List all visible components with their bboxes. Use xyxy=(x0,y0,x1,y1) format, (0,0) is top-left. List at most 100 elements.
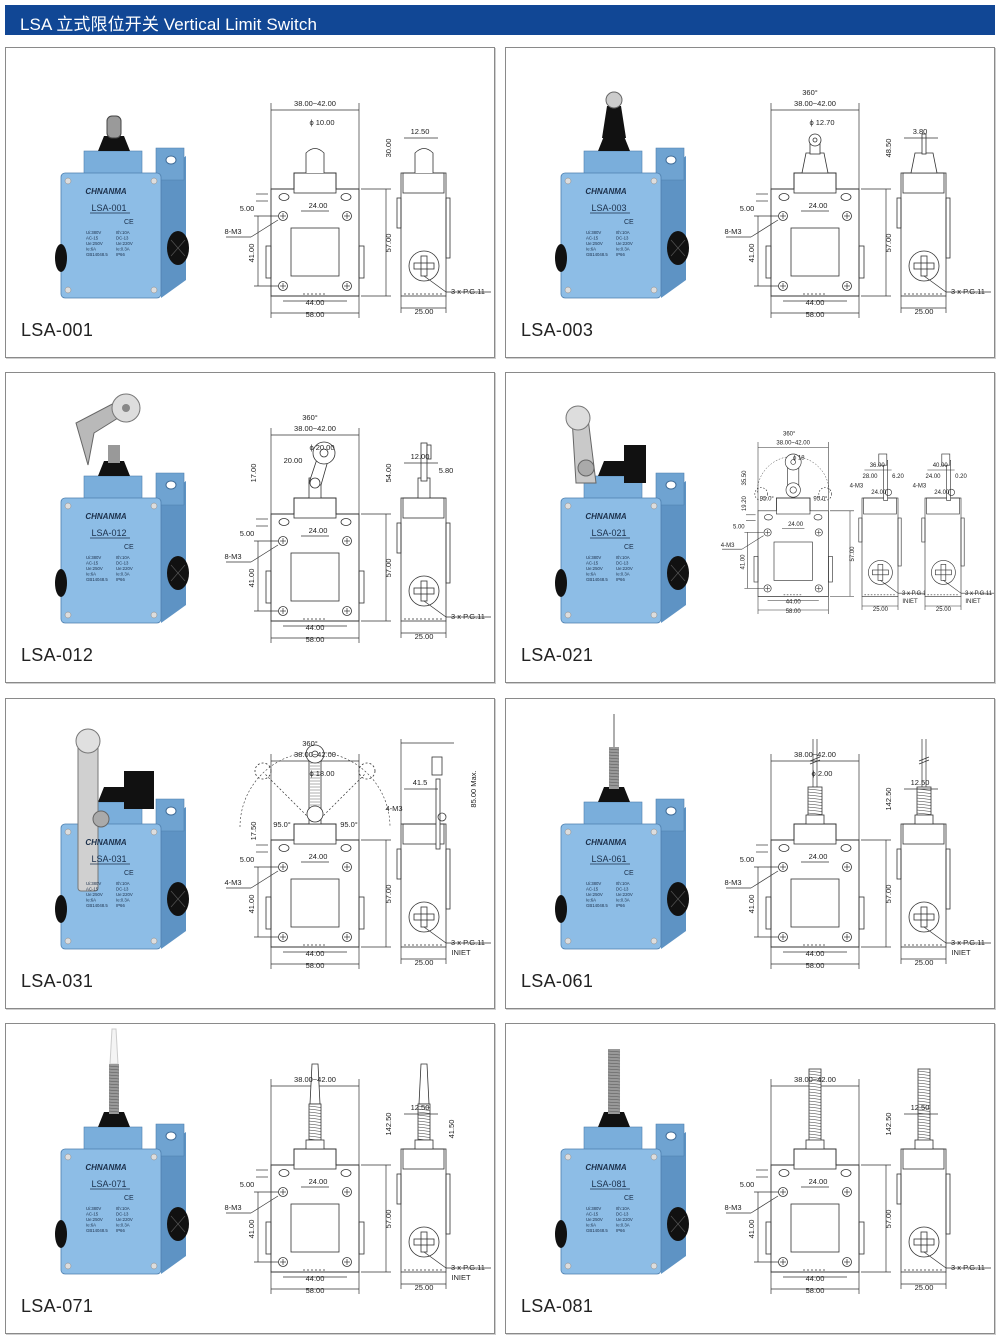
dimension-h41: 41.00 xyxy=(747,244,756,263)
spec-text: GB14048.5 xyxy=(586,577,608,582)
spec-text: Ith:10A xyxy=(616,555,630,560)
dimension-side-ext: 6.20 xyxy=(892,474,904,480)
product-photo: CHNANMALSA-021CEUi:380VAC-15Ue:250VIe:6A… xyxy=(555,405,689,624)
product-photo: CHNANMALSA-012CEUi:380VAC-15Ue:250VIe:6A… xyxy=(55,393,189,624)
dimension-side-m3: 4-M3 xyxy=(913,484,927,490)
dimension-h41: 41.00 xyxy=(747,895,756,914)
dimension-w58: 58.00 xyxy=(806,1286,825,1295)
ce-mark: CE xyxy=(124,219,134,226)
dimension-h57: 57.00 xyxy=(384,559,393,578)
photo-brand-text: CHNANMA xyxy=(85,187,127,196)
dimension-pg: 3 x P.G.11 xyxy=(951,938,985,947)
spec-text: DC-13 xyxy=(616,887,629,892)
spec-text: AC-15 xyxy=(86,887,99,892)
dimension-act-dia: ϕ 18.00 xyxy=(309,769,334,778)
dimension-side-top: 3.80 xyxy=(913,127,928,136)
spec-text: Ue:220V xyxy=(116,241,133,246)
photo-model-text: LSA-081 xyxy=(591,1179,626,1189)
dimension-mount: 5.00 xyxy=(240,1180,255,1189)
screw-icon xyxy=(150,1153,158,1161)
screw-icon xyxy=(564,828,572,836)
dimension-act-dia: ϕ 12.70 xyxy=(809,118,834,127)
spec-text: IP66 xyxy=(616,577,625,582)
spec-text: Ie:0.3A xyxy=(116,1223,130,1228)
spec-text: Ith:10A xyxy=(116,881,130,886)
photo-model-text: LSA-001 xyxy=(91,203,126,213)
spec-text: IP66 xyxy=(116,252,125,257)
dimension-w58: 58.00 xyxy=(306,635,325,644)
screw-icon xyxy=(64,611,72,619)
spec-text: AC-15 xyxy=(586,1212,599,1217)
dimension-side-w: 25.00 xyxy=(936,607,952,613)
screw-icon xyxy=(64,286,72,294)
dimension-h57: 57.00 xyxy=(884,234,893,253)
dimension-side-top: 40.00 xyxy=(933,463,949,469)
dimension-h57: 57.00 xyxy=(384,885,393,904)
spec-text: DC-13 xyxy=(116,561,129,566)
ce-mark: CE xyxy=(624,544,634,551)
dimension-inner: 24.00 xyxy=(309,1177,328,1186)
screw-icon xyxy=(650,611,658,619)
photo-brand-text: CHNANMA xyxy=(585,838,627,847)
page-header: LSA 立式限位开关 Vertical Limit Switch xyxy=(5,5,995,35)
dimension-top-span: 38.00~42.00 xyxy=(294,750,336,759)
spec-text: Ui:380V xyxy=(586,881,601,886)
photo-model-text: LSA-021 xyxy=(591,528,626,538)
dimension-screw: 8-M3 xyxy=(724,878,741,887)
screw-icon xyxy=(64,1262,72,1270)
spec-text: AC-15 xyxy=(586,561,599,566)
dimension-inner: 24.00 xyxy=(809,201,828,210)
product-photo: CHNANMALSA-031CEUi:380VAC-15Ue:250VIe:6A… xyxy=(55,728,189,950)
dimension-h41: 41.00 xyxy=(740,554,746,570)
dimension-inner: 24.00 xyxy=(809,1177,828,1186)
dimension-inner: 24.00 xyxy=(788,522,804,528)
dimension-w44: 44.00 xyxy=(306,298,325,307)
dimension-w44: 44.00 xyxy=(806,1274,825,1283)
spec-text: Ie:0.3A xyxy=(116,572,130,577)
dimension-w58: 58.00 xyxy=(786,609,802,615)
dimension-screw: 4-M3 xyxy=(224,878,241,887)
dimension-upper-h: 142.50 xyxy=(384,1113,393,1136)
dimension-w44: 44.00 xyxy=(306,949,325,958)
photo-model-text: LSA-003 xyxy=(591,203,626,213)
model-label: LSA-081 xyxy=(521,1296,594,1316)
dimension-side-ext: 5.80 xyxy=(439,466,454,475)
dimension-w44: 44.00 xyxy=(806,298,825,307)
spec-text: Ie:0.3A xyxy=(616,1223,630,1228)
dimension-screw: 8-M3 xyxy=(724,227,741,236)
spec-text: Ui:380V xyxy=(86,881,101,886)
screw-icon xyxy=(650,502,658,510)
cable-gland-icon xyxy=(555,1220,567,1248)
dimension-side-top: 12.00 xyxy=(411,452,430,461)
spec-text: Ui:380V xyxy=(586,555,601,560)
screw-icon xyxy=(564,502,572,510)
dimension-pg: 3 x P.G.11 xyxy=(951,287,985,296)
dimension-side-m3: 4-M3 xyxy=(385,804,402,813)
spec-text: IP66 xyxy=(616,252,625,257)
dimension-w58: 58.00 xyxy=(806,961,825,970)
spec-text: Ui:380V xyxy=(86,555,101,560)
dimension-side-inner: 24.00 xyxy=(871,490,887,496)
product-photo: CHNANMALSA-001CEUi:380VAC-15Ue:250VIe:6A… xyxy=(55,115,189,299)
dimension-h57: 57.00 xyxy=(884,885,893,904)
spec-text: Ith:10A xyxy=(616,881,630,886)
dimension-side-inner: 24.00 xyxy=(934,490,950,496)
dimension-h41: 41.00 xyxy=(247,569,256,588)
dimension-screw: 8-M3 xyxy=(224,1203,241,1212)
screw-icon xyxy=(64,502,72,510)
spec-text: Ue:220V xyxy=(116,892,133,897)
spec-text: Ith:10A xyxy=(116,1206,130,1211)
spec-text: Ue:250V xyxy=(586,241,603,246)
photo-brand-text: CHNANMA xyxy=(585,512,627,521)
dimension-screw: 8-M3 xyxy=(224,227,241,236)
photo-model-text: LSA-031 xyxy=(91,854,126,864)
spec-text: Ie:0.3A xyxy=(116,247,130,252)
dimension-w44: 44.00 xyxy=(306,623,325,632)
dimension-w58: 58.00 xyxy=(306,1286,325,1295)
dimension-pg: 3 x P.G.11 xyxy=(951,1263,985,1272)
photo-model-text: LSA-061 xyxy=(591,854,626,864)
dimension-inner: 24.00 xyxy=(309,852,328,861)
